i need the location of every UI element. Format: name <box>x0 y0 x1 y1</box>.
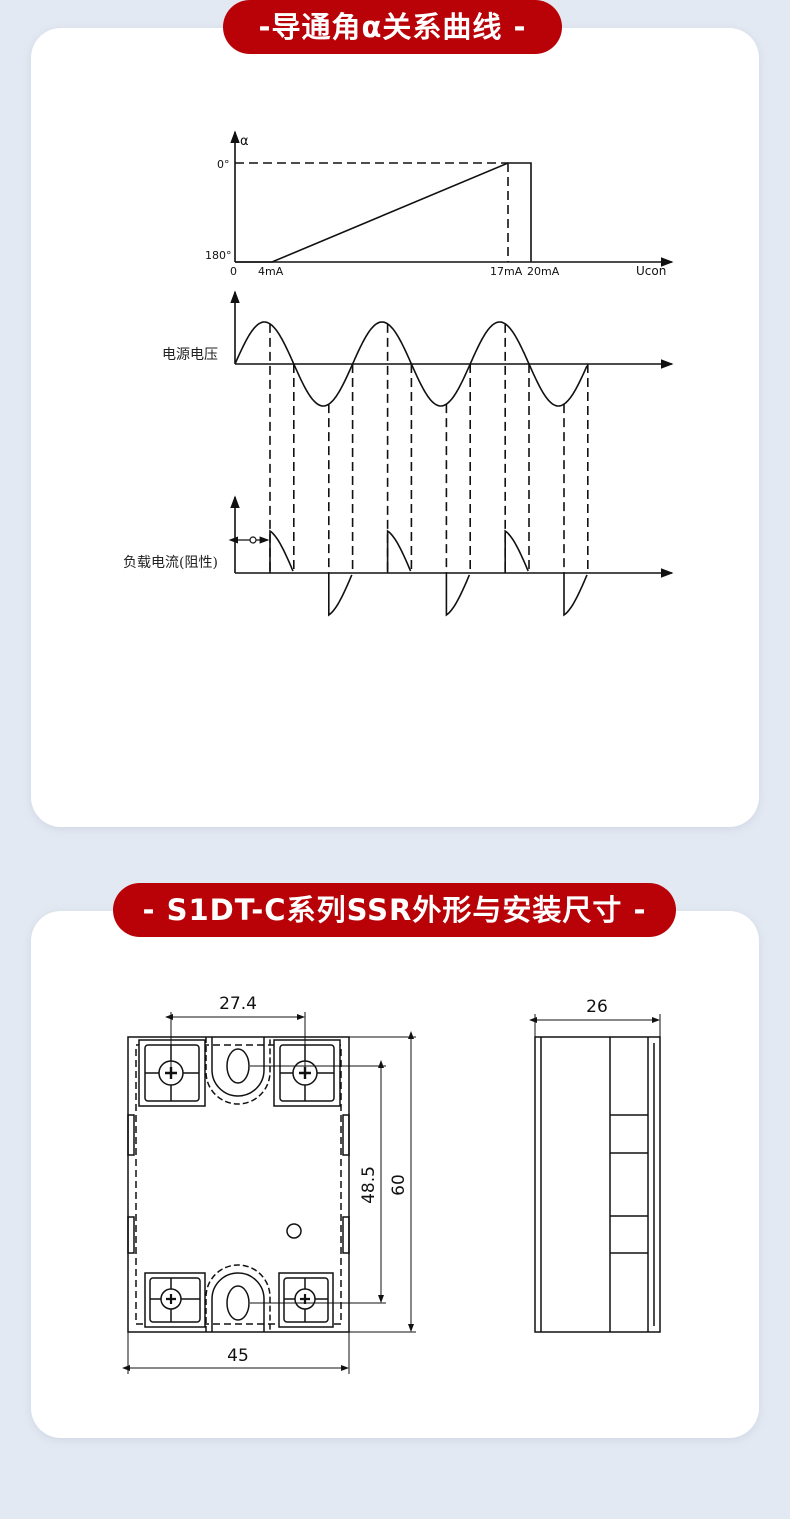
mount-slot-top <box>205 1037 271 1105</box>
housing-outline <box>127 1036 350 1333</box>
load-current-pulse <box>269 529 294 573</box>
dim-width: 45 <box>227 1346 249 1366</box>
supply-voltage-wave <box>234 321 588 407</box>
section-title-conduction-angle: -导通角α关系曲线 - <box>223 0 562 54</box>
y-tick-180: 180° <box>205 249 232 262</box>
phase-angle-chart <box>230 130 674 267</box>
terminal-top-left <box>138 1039 206 1107</box>
voltage-label: 电源电压 <box>162 347 218 363</box>
y-axis-label: α <box>240 134 249 149</box>
side-dimension-lines <box>529 1014 661 1037</box>
y-tick-0: 0° <box>217 158 230 171</box>
section-title-dimensions: - S1DT-C系列SSR外形与安装尺寸 - <box>113 883 676 937</box>
terminal-top-right <box>273 1039 341 1107</box>
alpha-marker-dot <box>249 536 257 544</box>
indicator-hole <box>286 1223 302 1239</box>
load-current-pulse <box>504 529 529 573</box>
alpha-curve <box>235 162 532 263</box>
front-dimension-lines <box>122 1012 416 1374</box>
dim-depth: 26 <box>586 997 608 1017</box>
dim-height: 60 <box>389 1174 409 1196</box>
waveform-diagram <box>228 290 674 617</box>
x-axis-label: Ucon <box>636 264 666 278</box>
x-tick-17ma: 17mA <box>490 265 523 278</box>
dimensions-card <box>31 911 759 1438</box>
x-tick-0: 0 <box>230 265 237 278</box>
dim-mount-hole-spacing: 48.5 <box>359 1166 379 1204</box>
load-current-pulse <box>328 573 353 617</box>
terminal-bottom-right <box>278 1272 334 1328</box>
x-tick-20ma: 20mA <box>527 265 560 278</box>
load-current-pulse <box>445 573 471 617</box>
terminal-bottom-left <box>144 1272 206 1328</box>
current-label: 负载电流(阻性) <box>123 555 218 571</box>
x-tick-4ma: 4mA <box>258 265 284 278</box>
conduction-angle-card <box>31 28 759 827</box>
load-current-pulse <box>563 573 588 617</box>
dim-terminal-spacing: 27.4 <box>219 994 257 1014</box>
ssr-front-view <box>127 1036 350 1333</box>
ssr-side-view <box>534 1036 661 1333</box>
load-current-pulse <box>386 529 412 573</box>
mount-slot-bottom <box>205 1264 271 1332</box>
